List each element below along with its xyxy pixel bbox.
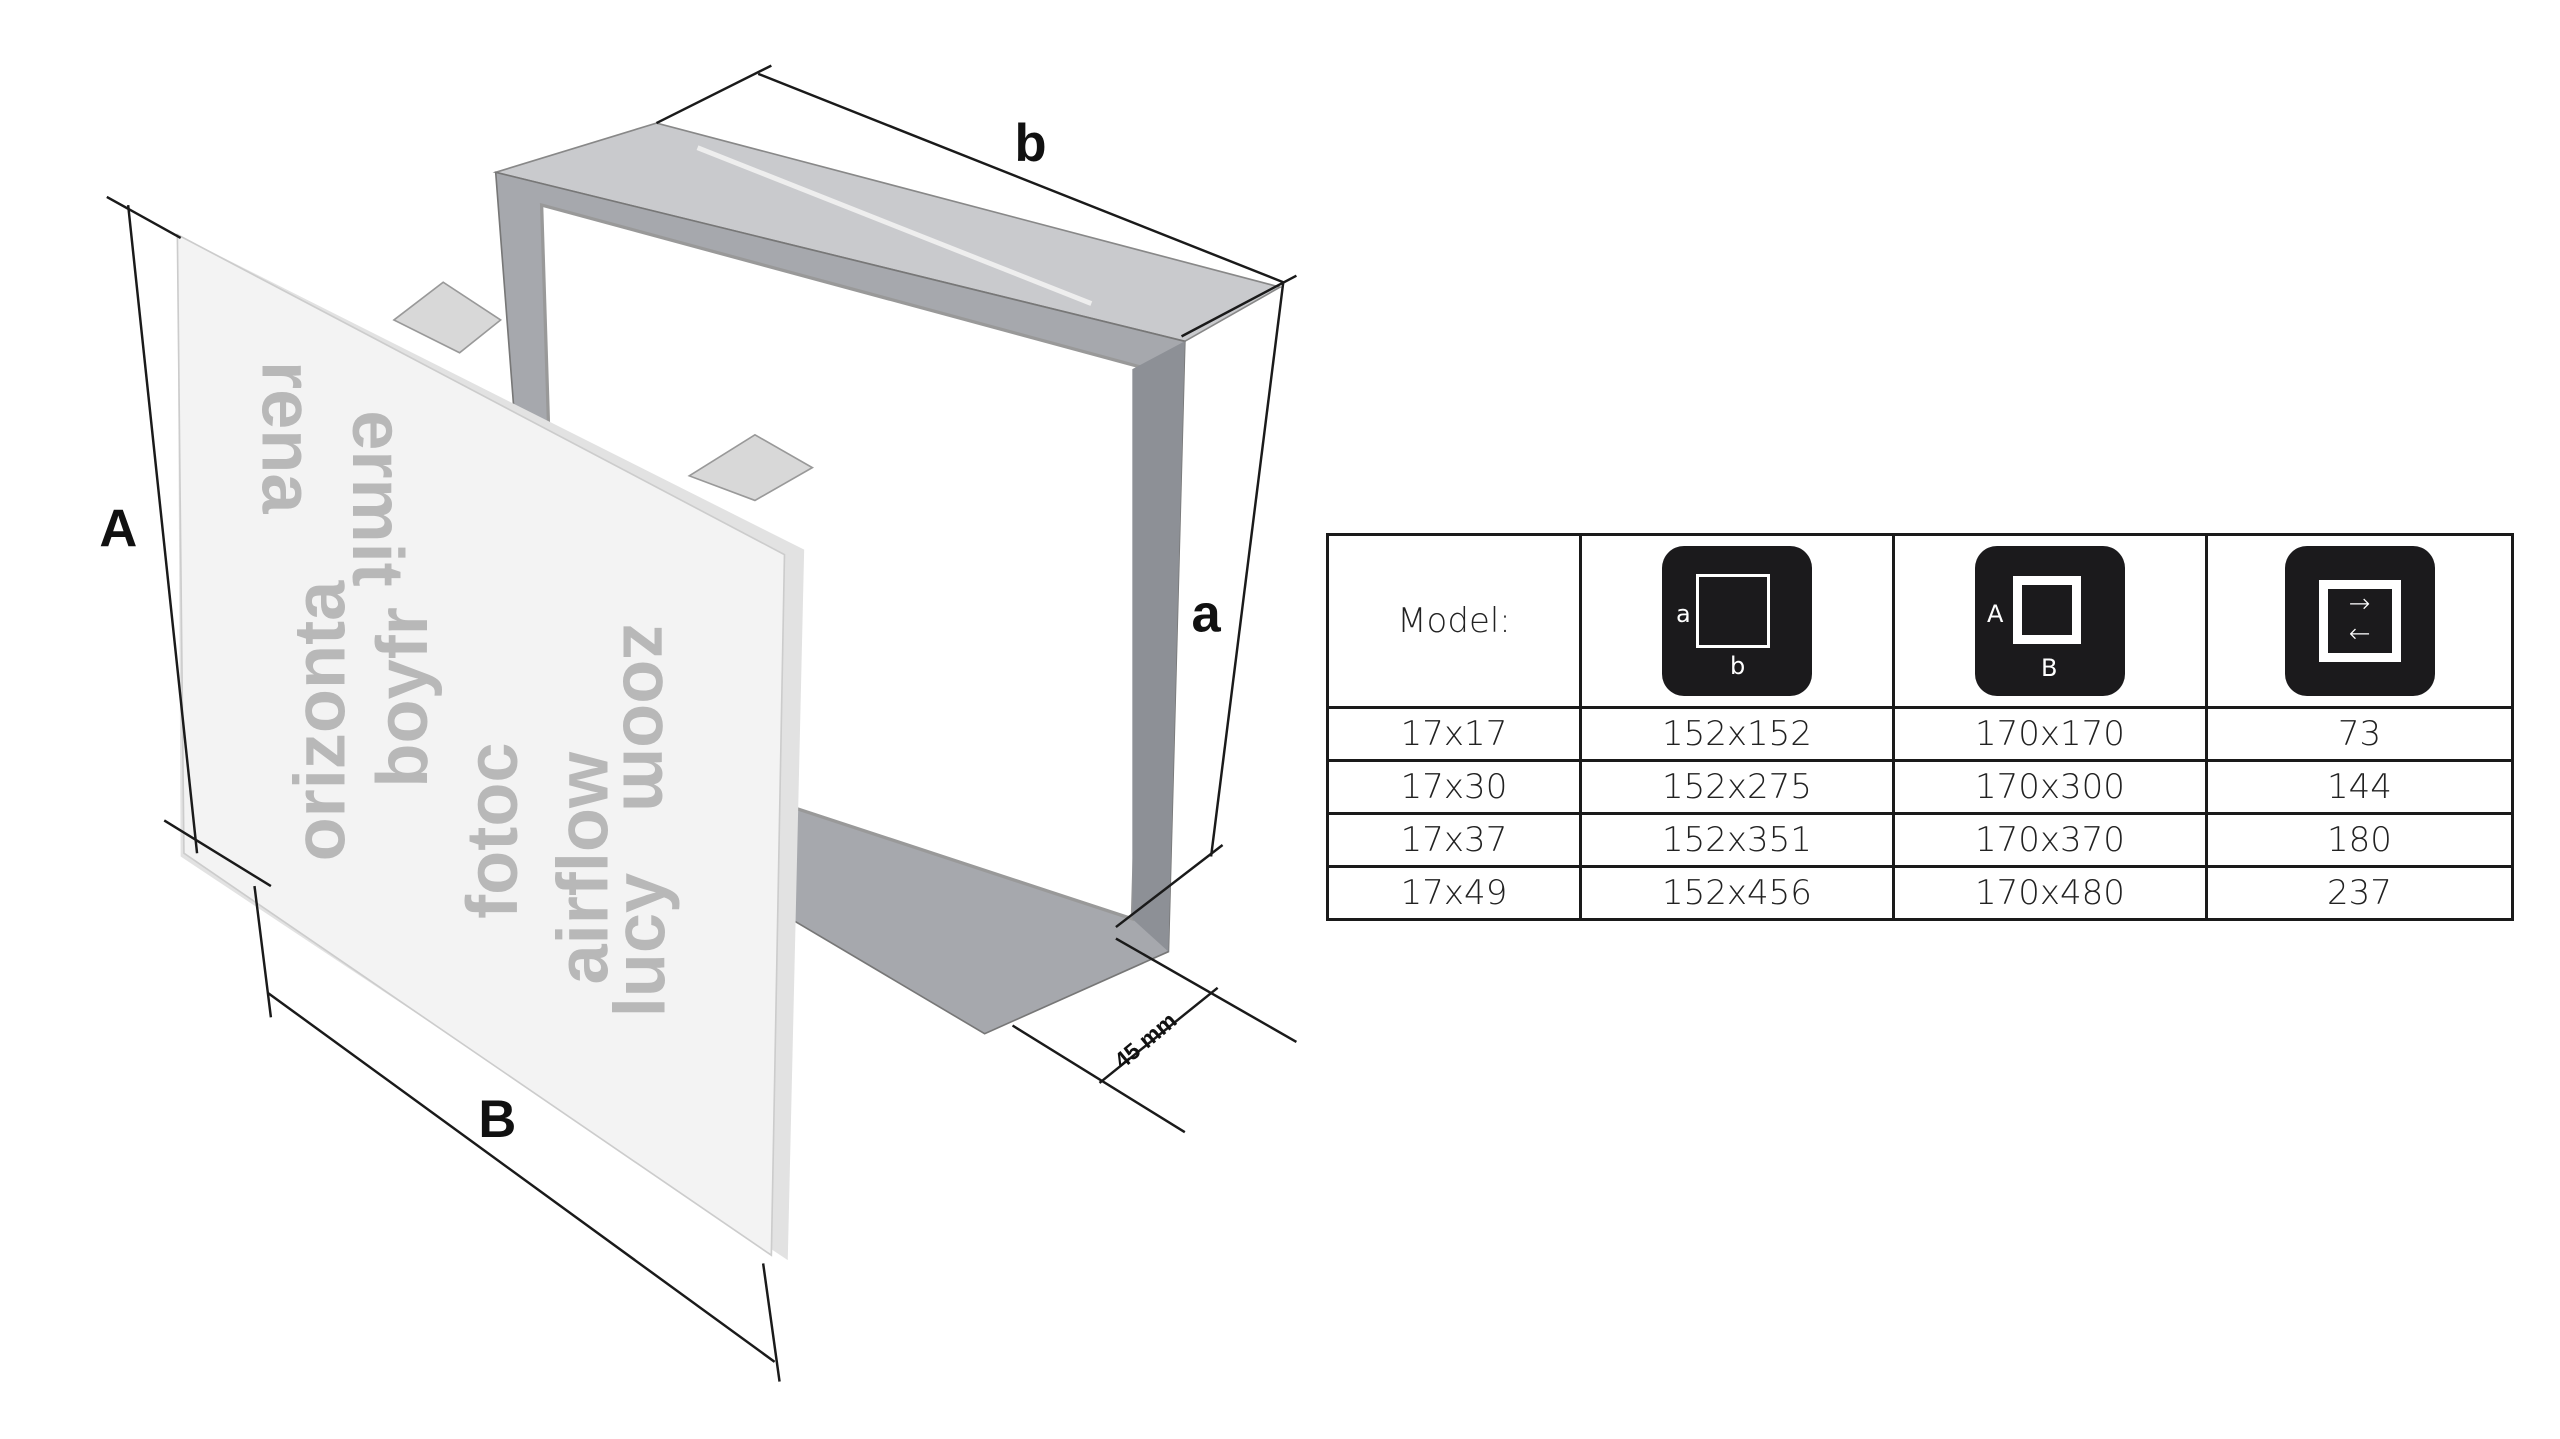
cell-outer: 170x480 <box>1892 865 2208 921</box>
airflow-area-icon: →← <box>2284 546 2435 696</box>
spec-table: Model: a b A B →← 17x17 152x152 170x170 … <box>1326 533 2514 921</box>
dimension-label-depth: 45 mm <box>1109 1007 1181 1074</box>
pattern-word: boyfr <box>363 607 443 787</box>
pattern-word: zoom <box>608 624 688 812</box>
cell-area: 237 <box>2205 865 2514 921</box>
dimension-label-A: A <box>99 499 137 558</box>
cell-area: 180 <box>2205 812 2514 868</box>
icon-label-B: B <box>2041 654 2058 682</box>
cell-inner: 152x152 <box>1579 706 1895 762</box>
pattern-word: orizonta <box>281 580 361 862</box>
inner-dimensions-icon: a b <box>1662 546 1812 696</box>
pattern-word: rena <box>247 361 327 514</box>
dimension-label-b: b <box>1015 114 1047 173</box>
cell-outer: 170x300 <box>1892 759 2208 815</box>
outer-dimensions-icon: A B <box>1975 546 2125 696</box>
decorative-panel: orizonta airflow lucy boyfr fotoc rena e… <box>176 233 805 1261</box>
table-row: 17x17 152x152 170x170 73 <box>1326 706 2514 762</box>
cell-model: 17x17 <box>1326 706 1582 762</box>
pattern-word: ermit <box>337 410 417 587</box>
cell-inner: 152x275 <box>1579 759 1895 815</box>
pattern-word: lucy <box>601 873 681 1017</box>
dimension-lines <box>106 64 1298 1382</box>
cell-inner: 152x351 <box>1579 812 1895 868</box>
table-row: 17x49 152x456 170x480 237 <box>1326 865 2514 921</box>
model-header: Model: <box>1326 533 1582 709</box>
icon-label-a: a <box>1676 600 1691 628</box>
cell-area: 73 <box>2205 706 2514 762</box>
cell-model: 17x49 <box>1326 865 1582 921</box>
icon-label-A: A <box>1987 600 2004 628</box>
cell-outer: 170x370 <box>1892 812 2208 868</box>
pattern-word: fotoc <box>453 742 533 918</box>
cell-model: 17x37 <box>1326 812 1582 868</box>
cell-area: 144 <box>2205 759 2514 815</box>
cell-model: 17x30 <box>1326 759 1582 815</box>
table-header-row: Model: a b A B →← <box>1326 533 2514 709</box>
dimension-label-B: B <box>478 1090 516 1149</box>
icon-label-b: b <box>1730 652 1746 680</box>
table-row: 17x37 152x351 170x370 180 <box>1326 812 2514 868</box>
dimension-label-a: a <box>1192 585 1222 644</box>
cell-outer: 170x170 <box>1892 706 2208 762</box>
cell-inner: 152x456 <box>1579 865 1895 921</box>
pattern-word: airflow <box>543 751 623 984</box>
table-row: 17x30 152x275 170x300 144 <box>1326 759 2514 815</box>
